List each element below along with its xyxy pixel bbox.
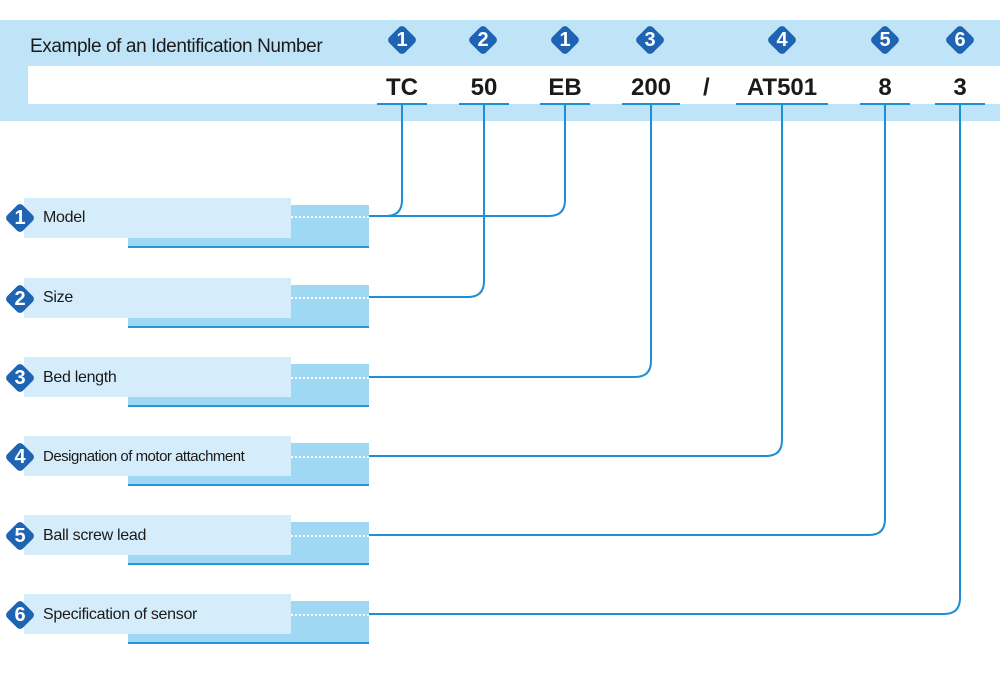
legend-label: Ball screw lead: [43, 527, 147, 544]
legend-row-model: [24, 198, 291, 238]
legend-row-size: [24, 278, 291, 318]
number-badge-icon: 6: [944, 24, 976, 56]
dotted-leader: [291, 216, 369, 218]
connector-line: [369, 105, 783, 457]
code-segment: 3: [935, 73, 985, 105]
legend-row-ball-screw-lead: [24, 515, 291, 555]
connector-line: [369, 105, 961, 615]
number-badge-icon: 1: [549, 24, 581, 56]
dotted-leader: [291, 297, 369, 299]
legend-row-bed-length: [24, 357, 291, 397]
legend-row-motor-attachment: [24, 436, 291, 476]
code-segment: EB: [540, 73, 590, 105]
number-badge-icon: 4: [4, 441, 36, 473]
dotted-leader: [291, 377, 369, 379]
number-badge-icon: 1: [386, 24, 418, 56]
legend-label: Bed length: [43, 369, 117, 386]
legend-row-sensor: [24, 594, 291, 634]
header-title: Example of an Identification Number: [30, 36, 323, 57]
code-separator: /: [703, 74, 710, 101]
connector-line: [369, 105, 886, 536]
code-segment: TC: [377, 73, 427, 105]
number-badge-icon: 3: [4, 362, 36, 394]
code-segment: AT501: [736, 73, 828, 105]
code-strip: [28, 66, 1000, 104]
legend-label: Size: [43, 289, 73, 306]
legend-label: Model: [43, 209, 86, 226]
legend-label: Designation of motor attachment: [43, 448, 245, 465]
code-segment: 200: [622, 73, 680, 105]
code-segment: 8: [860, 73, 910, 105]
number-badge-icon: 2: [467, 24, 499, 56]
dotted-leader: [291, 614, 369, 616]
dotted-leader: [291, 456, 369, 458]
number-badge-icon: 4: [766, 24, 798, 56]
number-badge-icon: 3: [634, 24, 666, 56]
code-segment: 50: [459, 73, 509, 105]
number-badge-icon: 1: [4, 202, 36, 234]
connector-line: [369, 105, 403, 217]
dotted-leader: [291, 535, 369, 537]
connector-line: [369, 105, 485, 298]
number-badge-icon: 5: [4, 520, 36, 552]
connector-line: [369, 105, 652, 378]
number-badge-icon: 6: [4, 599, 36, 631]
legend-label: Specification of sensor: [43, 606, 198, 623]
connector-line: [369, 105, 566, 217]
number-badge-icon: 2: [4, 283, 36, 315]
number-badge-icon: 5: [869, 24, 901, 56]
